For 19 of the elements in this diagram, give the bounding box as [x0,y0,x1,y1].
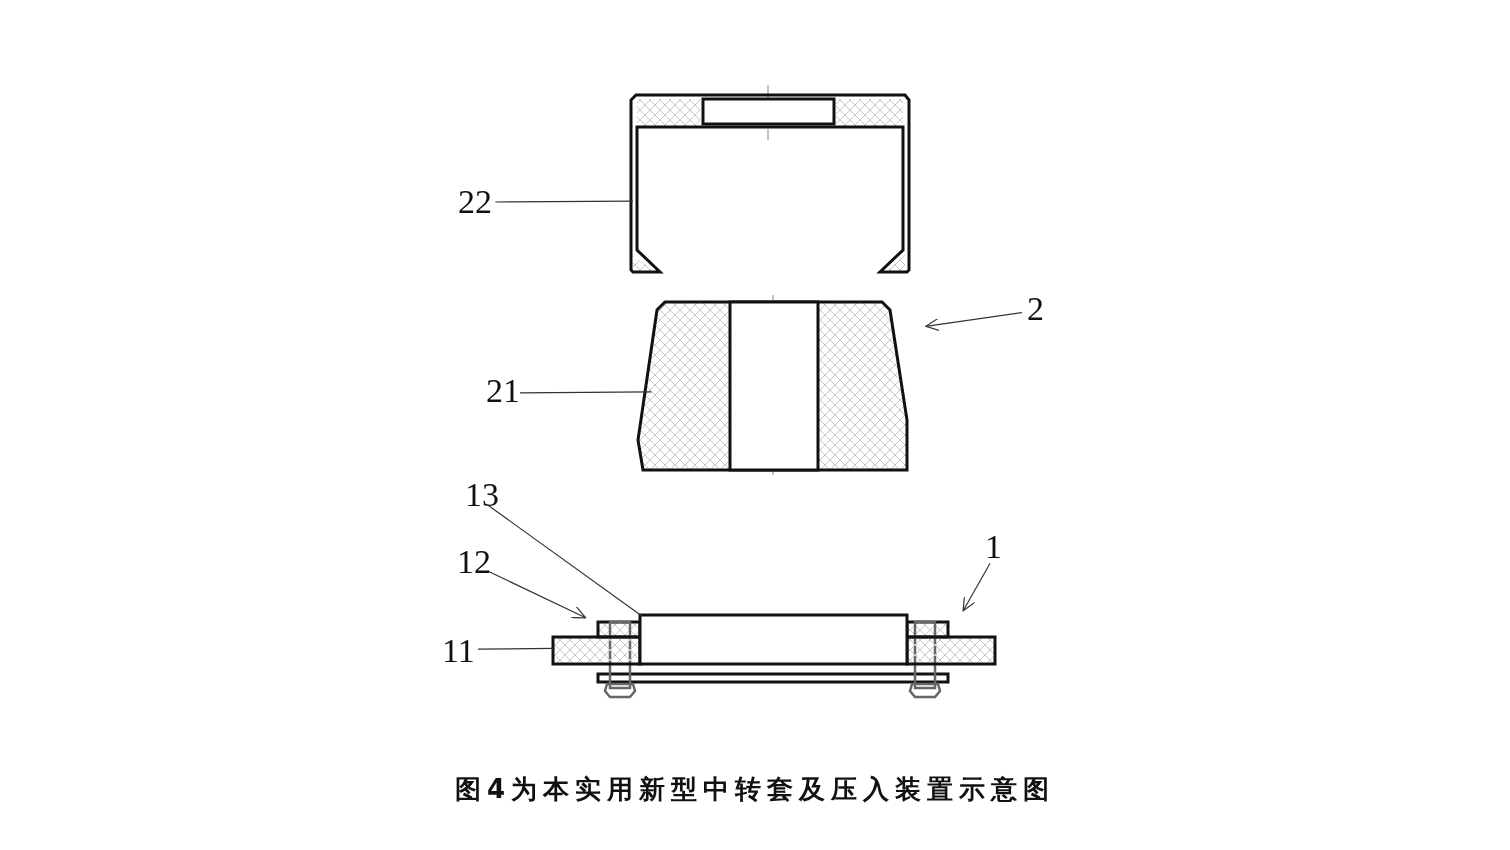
leader-line [962,562,991,612]
leader-line [925,312,1023,332]
leader-line [494,200,634,203]
leader-line [488,505,643,617]
callout-number: 22 [458,184,492,220]
base-plate-drawing [551,635,997,666]
cap-sleeve-drawing [629,93,911,274]
callout-number: 11 [442,633,475,669]
callout-number: 21 [486,373,520,409]
leader-line [477,647,556,650]
inner-sleeve-drawing [638,613,909,666]
callout-number: 12 [457,544,491,580]
press-block-drawing [636,300,909,472]
figure-caption: 图4为本实用新型中转套及压入装置示意图 [453,773,1057,806]
leader-line [519,391,653,394]
callout-number: 1 [985,529,1002,565]
callout-number: 13 [465,477,499,513]
leader-line [487,570,587,619]
callout-number: 2 [1027,291,1044,327]
